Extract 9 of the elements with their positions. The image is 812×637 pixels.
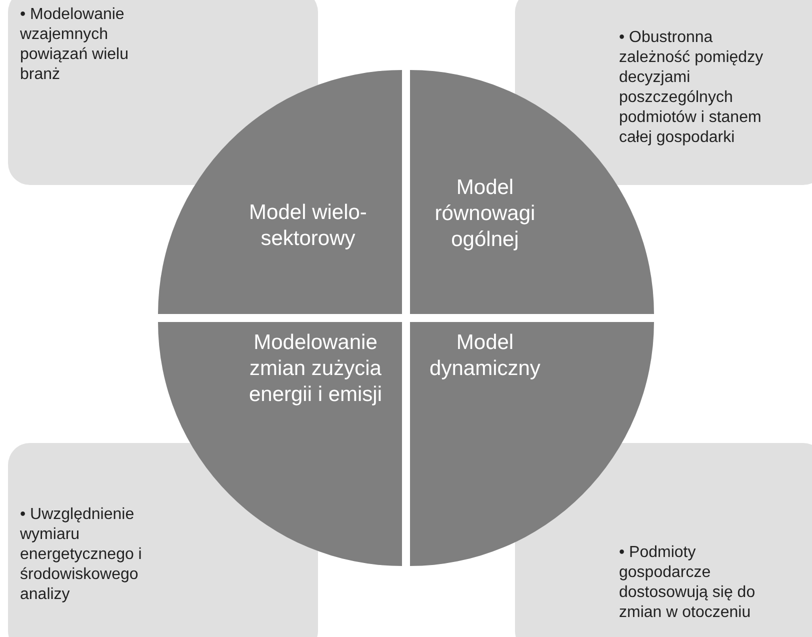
segment-label: Model wielo-sektorowy [248, 200, 368, 252]
bullet-text: • Uwzględnienie wymiaru energetycznego i środowiskowego analizy [20, 505, 143, 605]
segment-label: Model równowagi ogólnej [434, 175, 536, 253]
bullet-text: • Modelowanie wzajemnych powiązań wielu branż [20, 5, 130, 85]
bullet-text: • Obustronna zależność pomiędzy decyzjami poszczególnych podmiotów i stanem całej gospodarki [619, 28, 764, 148]
note-card [515, 0, 812, 185]
bullet-text: • Podmioty gospodarcze dostosowują się do zmian w otoczeniu [619, 543, 756, 623]
segment-label: Modelowanie zmian zużycia energii i emisji [248, 330, 384, 408]
segment-label: Model dynamiczny [428, 330, 542, 382]
